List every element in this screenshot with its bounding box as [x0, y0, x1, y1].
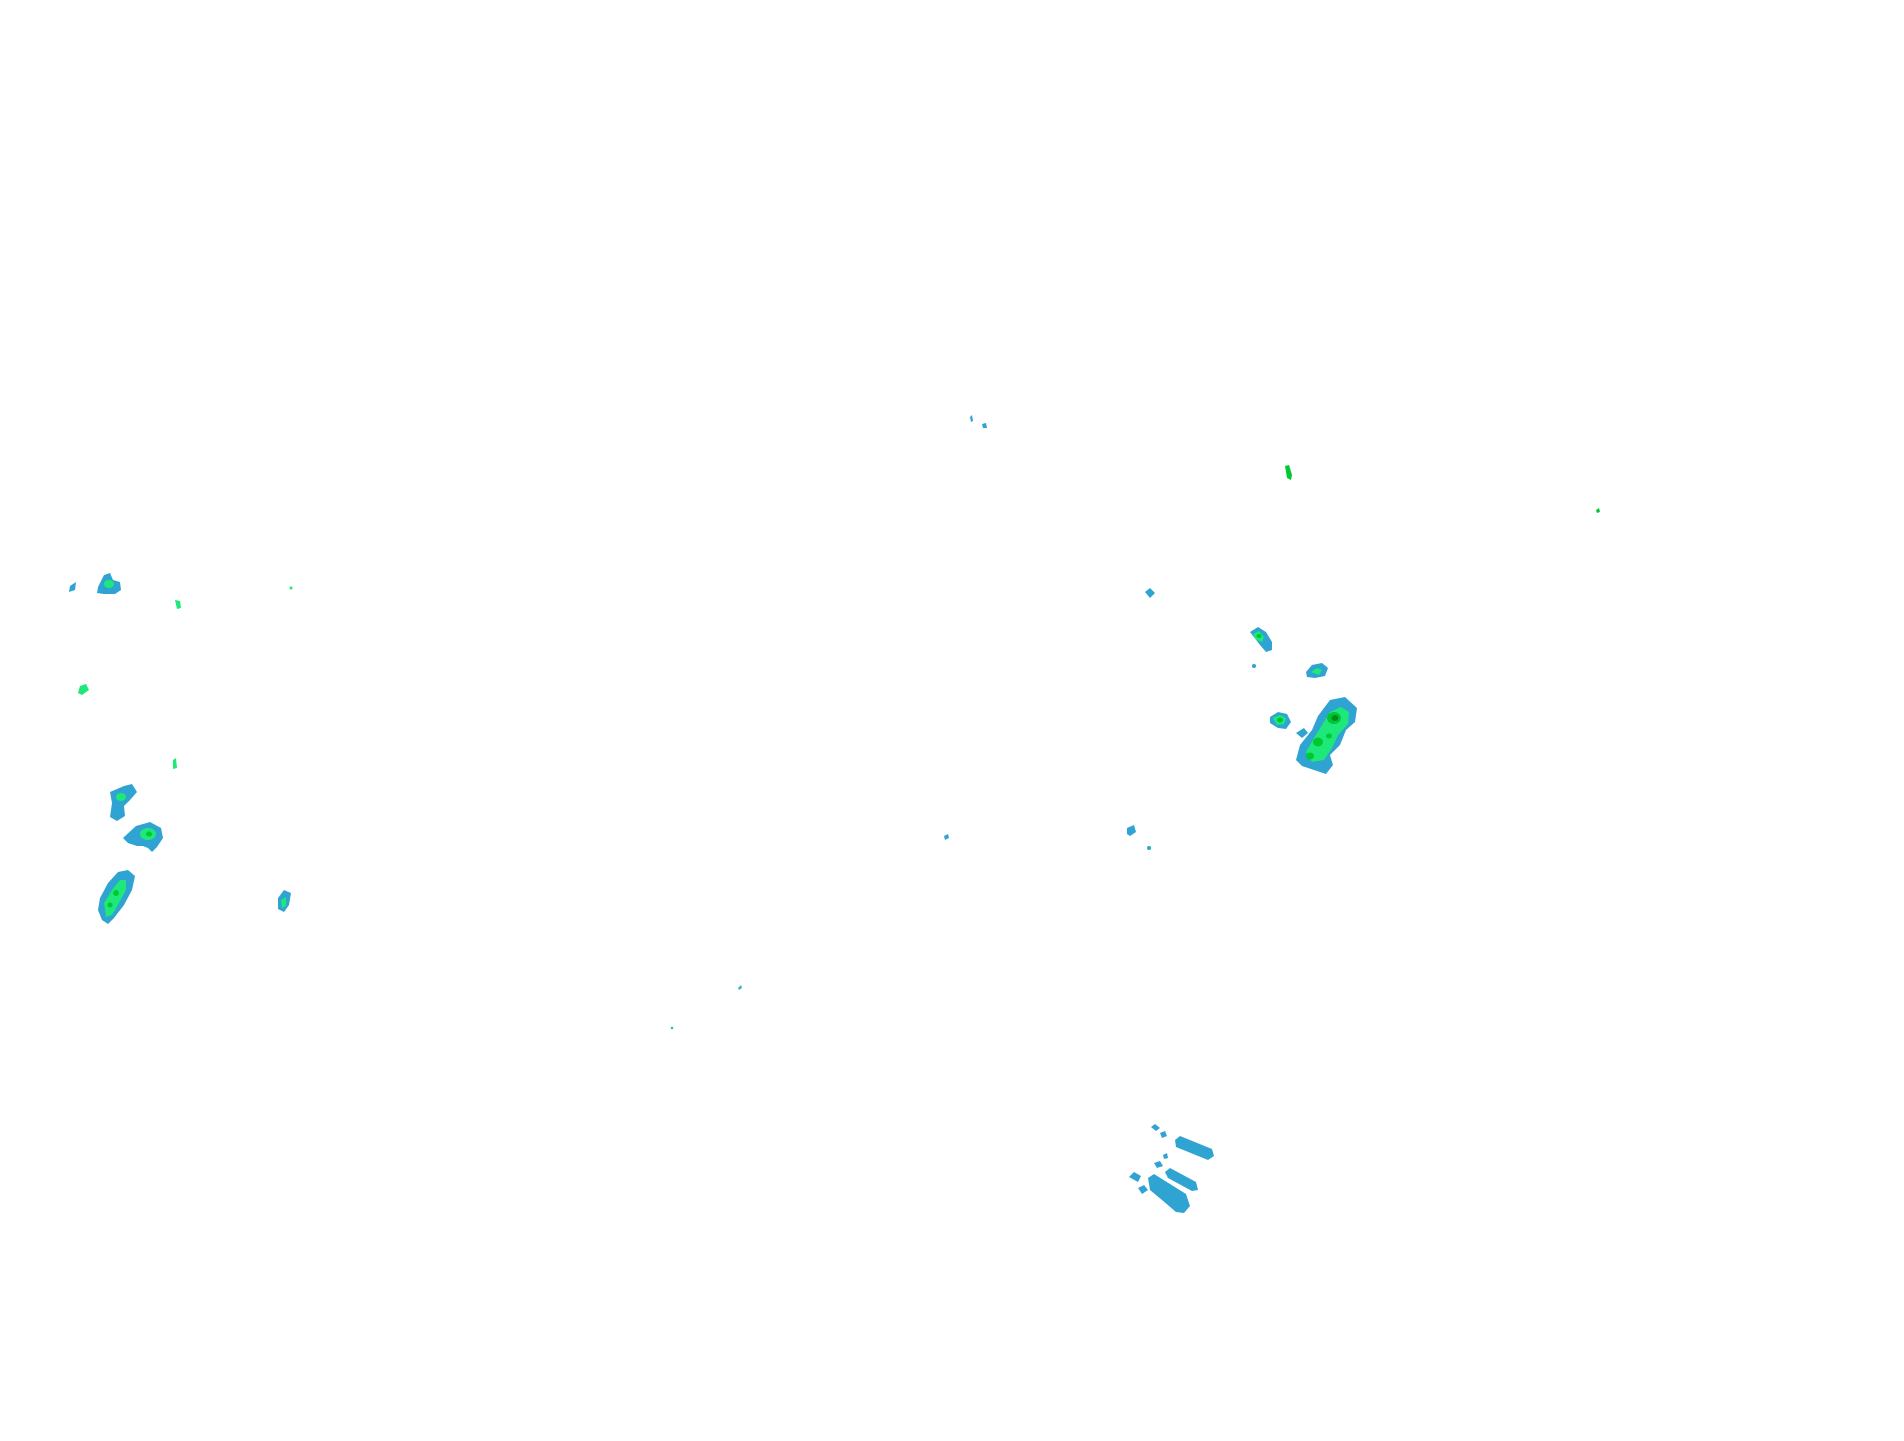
precipitation-cell-e3	[1296, 697, 1357, 774]
precipitation-cell-w6	[278, 890, 291, 912]
precipitation-cell-w5	[98, 870, 135, 924]
precipitation-cell-c1	[670, 415, 1256, 1030]
precipitation-cell-w3	[110, 784, 137, 821]
precipitation-cell-s1	[1129, 1124, 1214, 1213]
precipitation-cell-c2	[1285, 465, 1600, 513]
precipitation-cell-w4	[123, 822, 163, 852]
precipitation-cell-e2	[1270, 663, 1328, 729]
precipitation-cell-e1	[1250, 627, 1272, 652]
precipitation-cell-w1	[69, 573, 121, 594]
precipitation-cell-e4	[1296, 728, 1329, 770]
precipitation-cell-w2	[78, 586, 293, 769]
